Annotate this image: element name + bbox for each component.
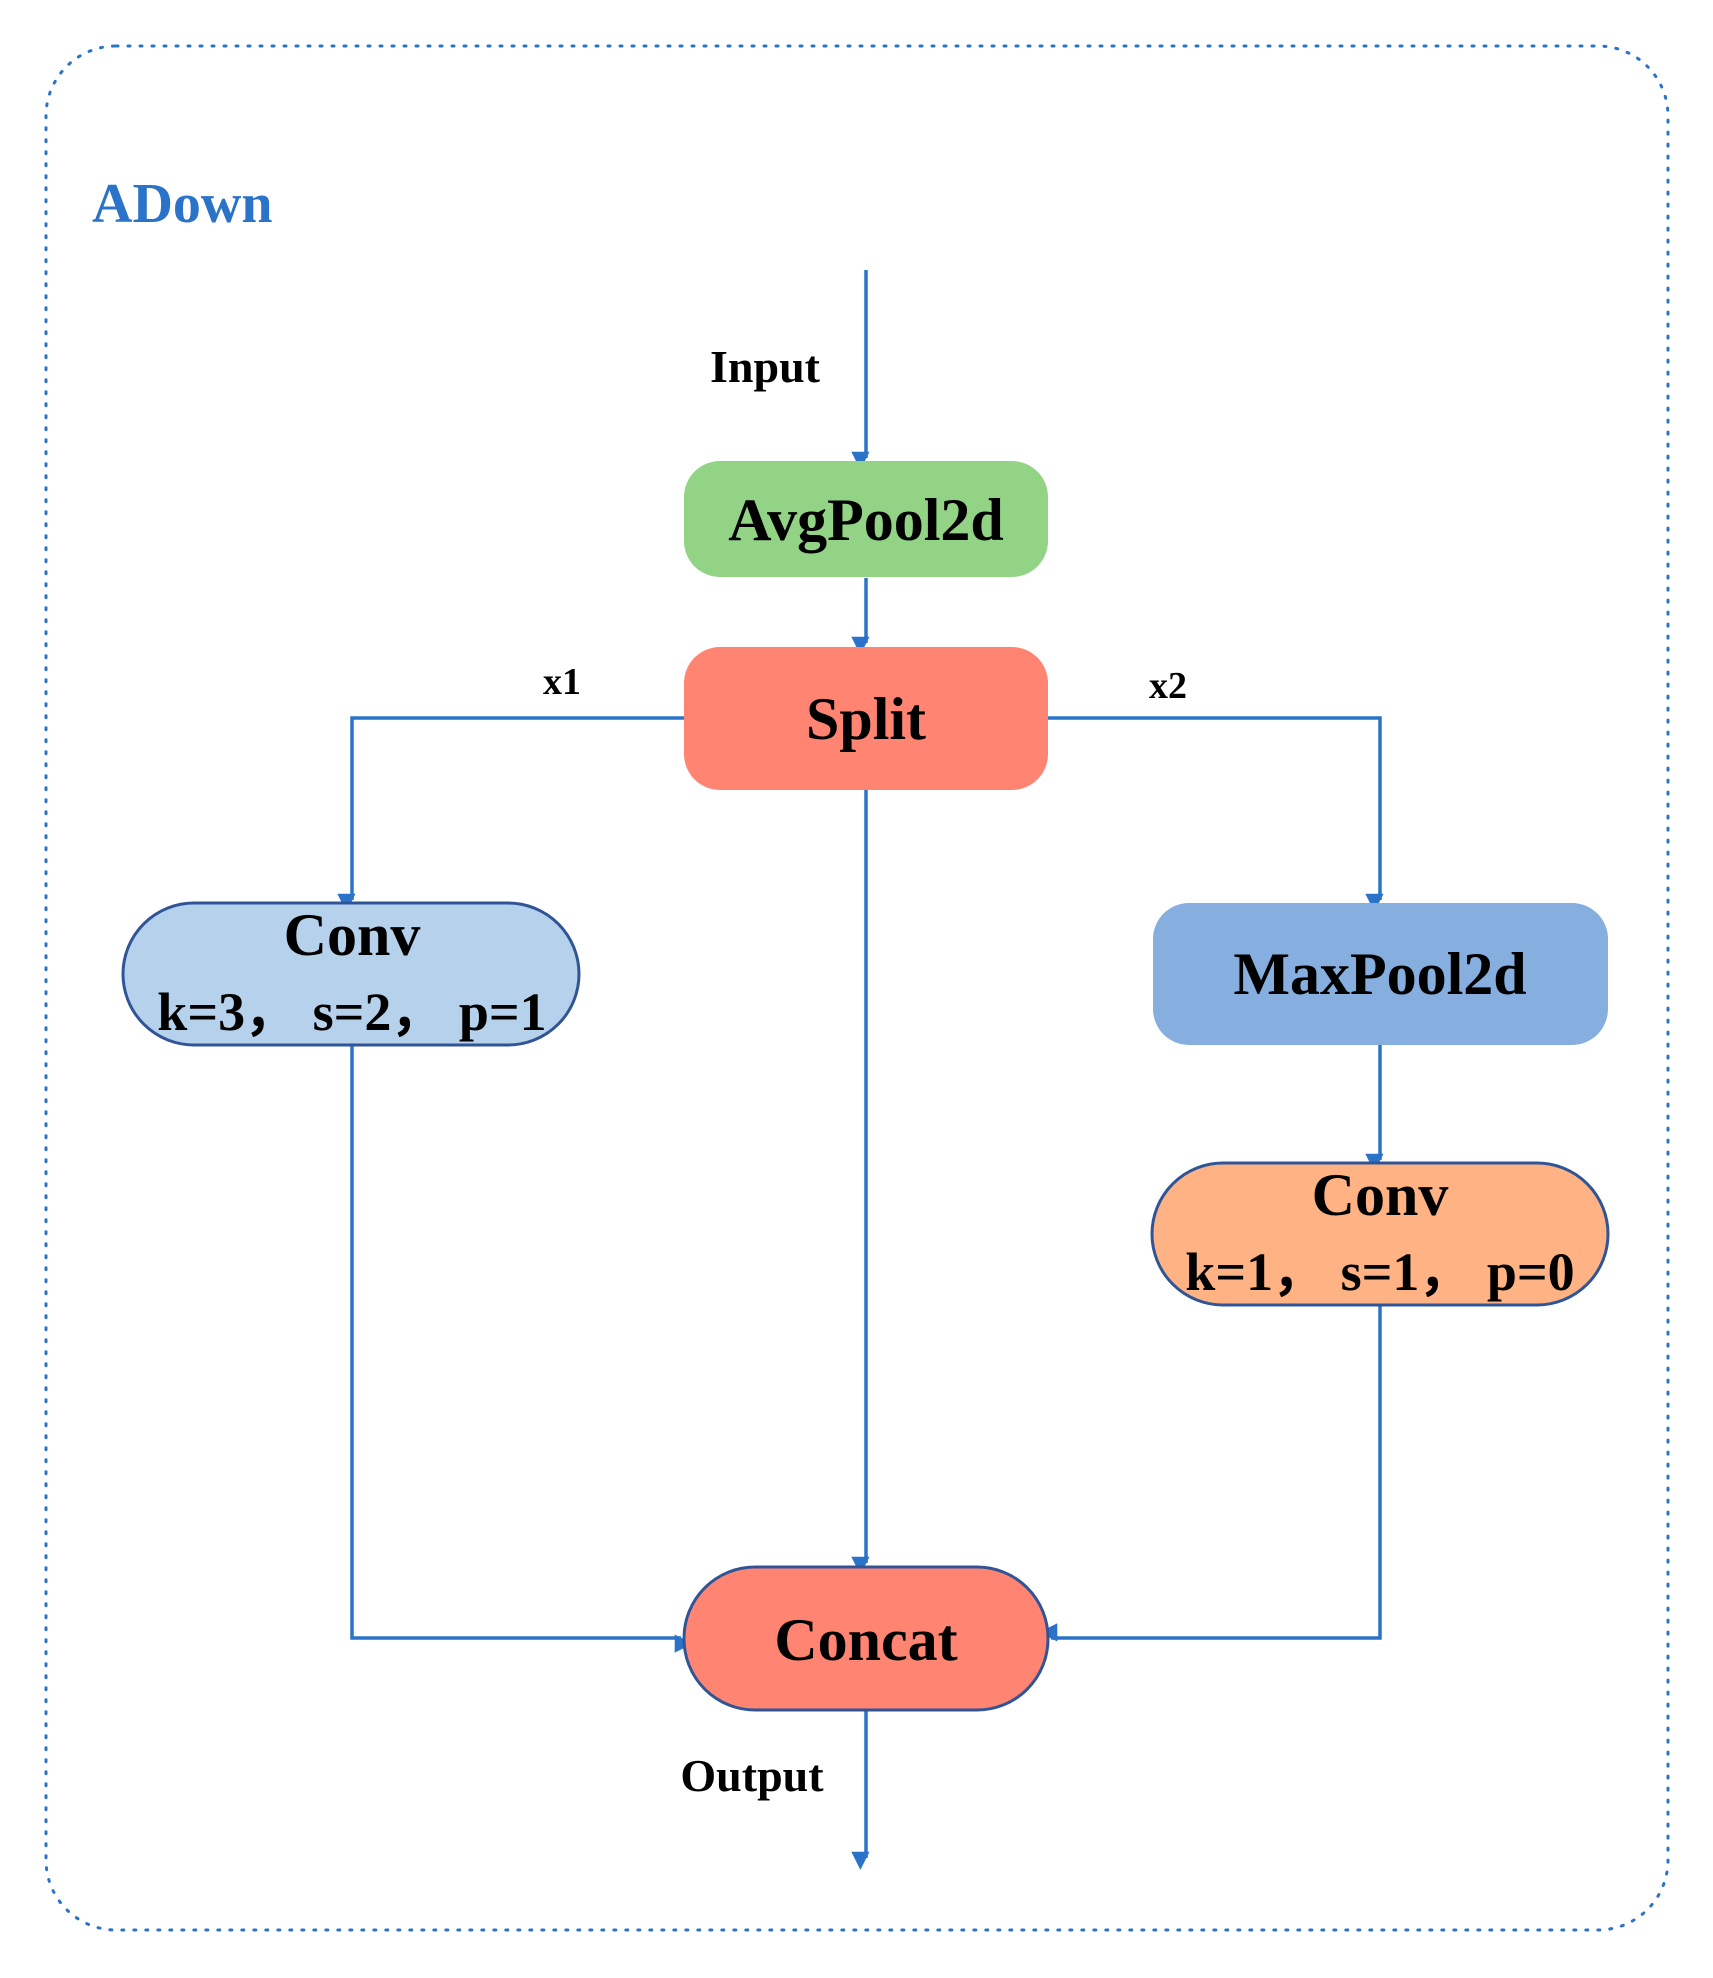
conv-right-params: k=1， s=1， p=0: [1185, 1242, 1574, 1302]
module-title: ADown: [92, 173, 272, 235]
split-label: Split: [806, 686, 926, 752]
conv-right-label: Conv: [1312, 1162, 1449, 1228]
maxpool-node: MaxPool2d: [1153, 903, 1608, 1045]
split-node: Split: [684, 647, 1048, 790]
input-label: Input: [710, 341, 821, 392]
avgpool-label: AvgPool2d: [728, 487, 1004, 553]
module-frame: [44, 44, 1670, 1932]
edge-x1: [337, 716, 684, 912]
x2-label: x2: [1149, 665, 1187, 707]
edge-conv-right-concat: [1039, 1305, 1382, 1642]
conv-left-params: k=3， s=2， p=1: [157, 982, 546, 1042]
conv-right-node: Conv k=1， s=1， p=0: [1150, 1161, 1610, 1307]
edge-conv-left-concat: [350, 1045, 693, 1653]
conv-left-label: Conv: [284, 902, 421, 968]
concat-label: Concat: [774, 1607, 957, 1673]
avgpool-node: AvgPool2d: [684, 461, 1048, 577]
output-label: Output: [680, 1750, 824, 1801]
conv-left-node: Conv k=3， s=2， p=1: [121, 901, 581, 1047]
edges: [337, 270, 1384, 1870]
concat-node: Concat: [682, 1565, 1050, 1712]
x1-label: x1: [543, 661, 581, 703]
edge-x2: [1048, 716, 1384, 912]
maxpool-label: MaxPool2d: [1233, 941, 1526, 1007]
